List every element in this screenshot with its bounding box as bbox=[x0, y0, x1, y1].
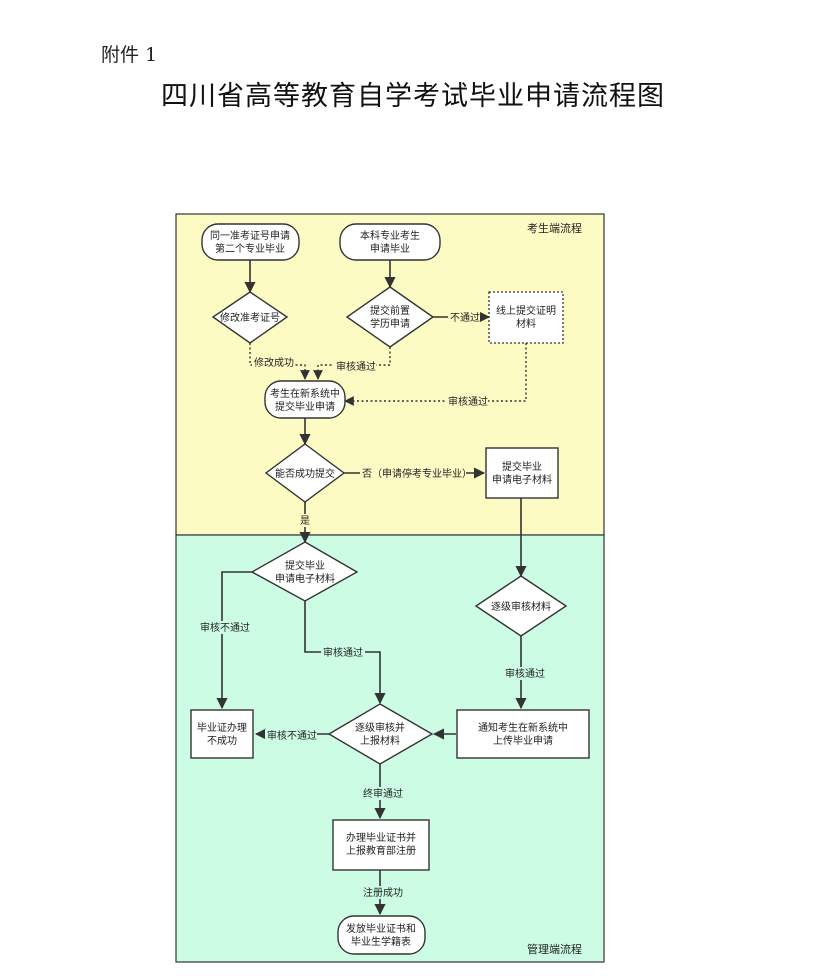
node-can-submit bbox=[264, 443, 346, 503]
node-issue-cert bbox=[337, 915, 426, 955]
edge-proof-to-submit bbox=[344, 343, 527, 406]
node-online-proof-line1: 线上提交证明 bbox=[496, 304, 556, 317]
node-same-ticket-start bbox=[201, 223, 300, 261]
node-same-ticket-start-line1: 同一准考证号申请 bbox=[210, 229, 290, 242]
label-review-pass-1: 审核通过 bbox=[336, 360, 376, 373]
svg-text:办理毕业证书并上报教育部注册: 办理毕业证书并上报教育部注册 bbox=[346, 831, 416, 857]
svg-text:同一准考证号申请第二个专业毕业: 同一准考证号申请第二个专业毕业 bbox=[210, 229, 290, 255]
node-prior-edu-line2: 学历申请 bbox=[370, 317, 410, 330]
node-online-proof bbox=[488, 291, 564, 344]
node-submit-materials-right bbox=[485, 447, 559, 499]
node-notify-upload-line1: 通知考生在新系统中 bbox=[478, 721, 568, 734]
label-review-pass-3: 审核通过 bbox=[323, 646, 363, 659]
admin-lane-label: 管理端流程 bbox=[527, 942, 582, 956]
node-notify-upload bbox=[456, 709, 590, 759]
node-undergrad-start-line2: 申请毕业 bbox=[370, 242, 410, 255]
label-review-fail-2: 审核不通过 bbox=[267, 729, 317, 742]
label-modify-success: 修改成功 bbox=[254, 356, 294, 369]
node-issue-cert-line2: 毕业生学籍表 bbox=[351, 935, 411, 948]
node-level-review-report-line2: 上报材料 bbox=[360, 734, 400, 747]
node-failed-line1: 毕业证办理 bbox=[197, 721, 247, 734]
node-submit-materials-admin-line1: 提交毕业 bbox=[285, 559, 325, 572]
svg-text:本科专业考生申请毕业: 本科专业考生申请毕业 bbox=[360, 229, 420, 255]
svg-text:考生在新系统中提交毕业申请: 考生在新系统中提交毕业申请 bbox=[270, 387, 340, 413]
node-level-review bbox=[474, 575, 568, 637]
node-undergrad-start bbox=[339, 223, 441, 261]
node-submit-new-system-line1: 考生在新系统中 bbox=[270, 387, 340, 400]
annex-label: 附件 1 bbox=[101, 44, 158, 66]
node-submit-new-system bbox=[264, 380, 346, 419]
label-not-pass: 不通过 bbox=[450, 311, 480, 324]
node-same-ticket-start-line2: 第二个专业毕业 bbox=[215, 242, 285, 255]
node-can-submit-label: 能否成功提交 bbox=[275, 467, 335, 480]
node-prior-edu bbox=[345, 286, 435, 348]
student-lane-label: 考生端流程 bbox=[527, 221, 582, 235]
label-review-pass-2: 审核通过 bbox=[448, 395, 488, 408]
node-submit-materials-admin-line2: 申请电子材料 bbox=[275, 572, 335, 585]
svg-text:通知考生在新系统中上传毕业申请: 通知考生在新系统中上传毕业申请 bbox=[478, 721, 568, 747]
svg-text:毕业证办理不成功: 毕业证办理不成功 bbox=[197, 721, 247, 747]
label-yes: 是 bbox=[300, 515, 310, 527]
node-process-cert bbox=[332, 819, 430, 871]
node-modify-ticket-label: 修改准考证号 bbox=[220, 311, 280, 324]
node-process-cert-line2: 上报教育部注册 bbox=[346, 844, 416, 857]
node-notify-upload-line2: 上传毕业申请 bbox=[493, 734, 553, 747]
label-register-success: 注册成功 bbox=[363, 886, 403, 899]
node-failed-line2: 不成功 bbox=[207, 735, 237, 747]
label-review-pass-4: 审核通过 bbox=[505, 667, 545, 680]
svg-text:提交毕业申请电子材料: 提交毕业申请电子材料 bbox=[275, 559, 335, 585]
svg-text:线上提交证明材料: 线上提交证明材料 bbox=[496, 304, 556, 330]
node-process-cert-line1: 办理毕业证书并 bbox=[346, 831, 416, 844]
label-final-pass: 终审通过 bbox=[363, 787, 403, 800]
edge-admin-fail bbox=[216, 571, 252, 710]
node-level-review-label: 逐级审核材料 bbox=[491, 600, 551, 613]
label-review-fail-1: 审核不通过 bbox=[200, 621, 250, 634]
node-submit-materials-admin bbox=[250, 541, 359, 602]
node-submit-new-system-line2: 提交毕业申请 bbox=[275, 400, 335, 413]
svg-text:发放毕业证书和毕业生学籍表: 发放毕业证书和毕业生学籍表 bbox=[346, 922, 416, 948]
node-level-review-report-line1: 逐级审核并 bbox=[355, 721, 405, 734]
page-title: 四川省高等教育自学考试毕业申请流程图 bbox=[161, 81, 665, 112]
node-submit-materials-right-line2: 申请电子材料 bbox=[492, 473, 552, 486]
node-online-proof-line2: 材料 bbox=[516, 317, 536, 330]
node-undergrad-start-line1: 本科专业考生 bbox=[360, 229, 420, 242]
label-no-apply: 否（申请停考专业毕业） bbox=[362, 467, 472, 480]
svg-text:提交毕业申请电子材料: 提交毕业申请电子材料 bbox=[492, 460, 552, 486]
node-submit-materials-right-line1: 提交毕业 bbox=[502, 460, 542, 473]
node-issue-cert-line1: 发放毕业证书和 bbox=[346, 922, 416, 935]
node-failed bbox=[190, 709, 254, 759]
svg-text:逐级审核并上报材料: 逐级审核并上报材料 bbox=[355, 721, 405, 747]
node-level-review-report bbox=[327, 703, 434, 765]
node-prior-edu-line1: 提交前置 bbox=[370, 304, 410, 317]
node-modify-ticket bbox=[211, 291, 289, 344]
svg-text:提交前置学历申请: 提交前置学历申请 bbox=[370, 304, 410, 330]
